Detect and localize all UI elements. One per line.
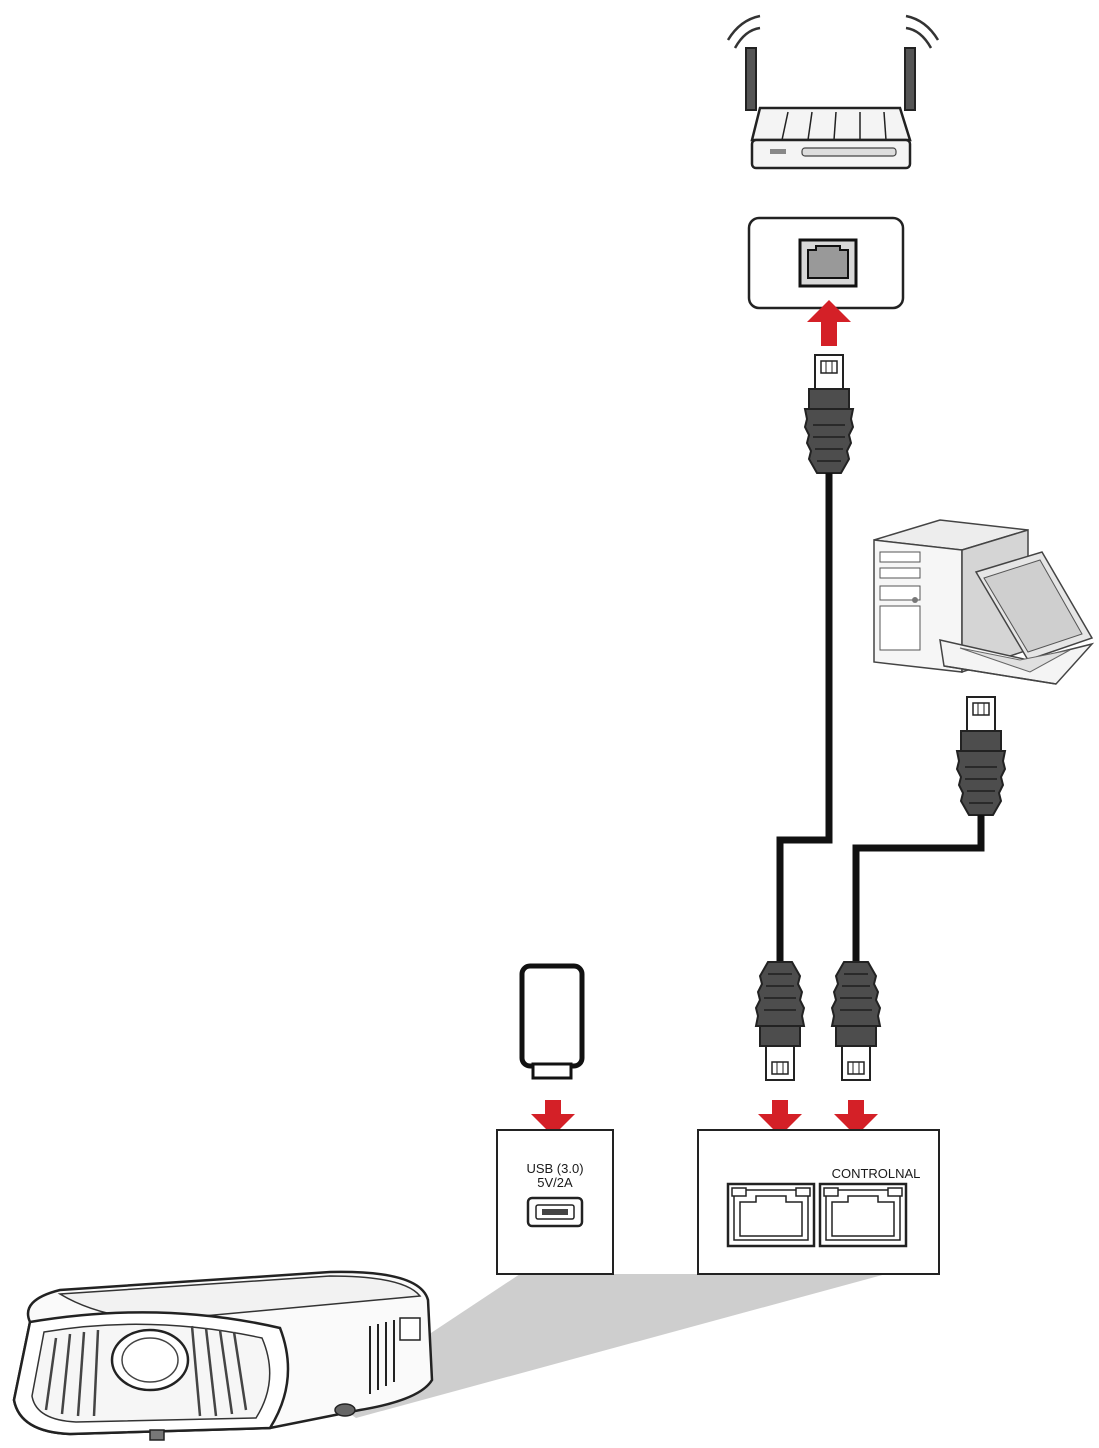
- network-plug-right: [831, 961, 881, 1081]
- wall-jack-plug: [804, 354, 854, 474]
- usb-panel: USB (3.0) 5V/2A: [496, 1129, 614, 1275]
- cable-computer-line: [852, 815, 985, 970]
- usb-flash-drive-icon: [519, 963, 585, 1080]
- usb-label-line2: 5V/2A: [537, 1175, 573, 1190]
- cable-router-line: [776, 473, 833, 970]
- network-plug-left: [755, 961, 805, 1081]
- connection-beam: [330, 1274, 886, 1418]
- arrow-up-to-wall-jack: [807, 300, 851, 346]
- projector-icon: [12, 1270, 434, 1441]
- usb-port: [526, 1196, 584, 1228]
- router-icon: [726, 14, 940, 170]
- computer-plug: [956, 696, 1006, 816]
- laptop-icon: [939, 551, 1095, 685]
- network-panel: CONTROLNAL: [697, 1129, 940, 1275]
- network-panel-label: CONTROLNAL: [832, 1166, 921, 1181]
- rj45-port-right: [818, 1182, 908, 1248]
- usb-label-line1: USB (3.0): [526, 1161, 583, 1176]
- rj45-port-left: [726, 1182, 816, 1248]
- rj45-wall-jack-icon: [747, 216, 905, 310]
